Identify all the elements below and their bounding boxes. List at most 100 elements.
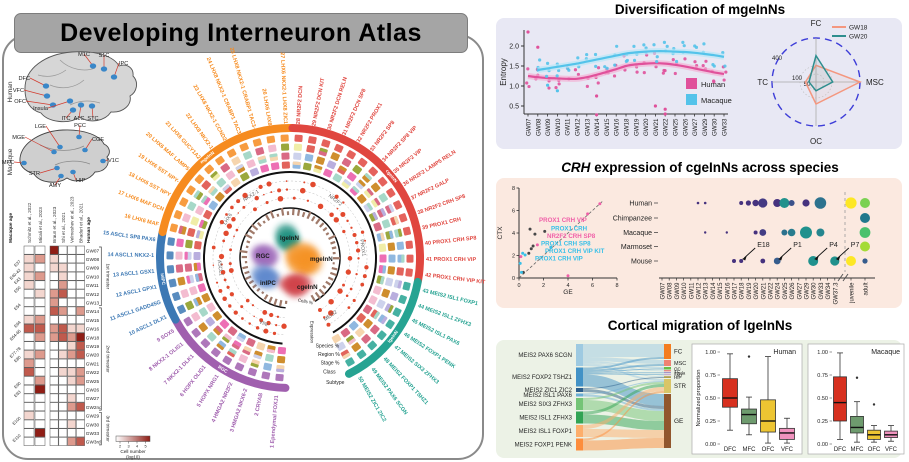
circos-track-cell <box>348 338 356 345</box>
sankey-right-node <box>664 374 671 376</box>
brain-region-label: Insula <box>33 106 49 112</box>
circos-track-cell <box>201 195 208 204</box>
umap-cluster <box>257 270 279 286</box>
sankey-flow <box>583 391 664 441</box>
cge-panel-title: CRH expression of cgeInNs across species <box>494 160 906 175</box>
brain-region-label: A1C <box>74 116 85 122</box>
sankey-left-node <box>576 344 583 366</box>
sankey-left-node <box>576 425 583 437</box>
expression-dot <box>346 219 349 223</box>
expression-dot <box>277 195 284 202</box>
x-tick: GW33 <box>722 118 729 136</box>
expression-dot <box>355 272 358 276</box>
region-tick: VFC <box>781 447 794 453</box>
age-annotation: P1 <box>793 242 802 249</box>
heatmap-cell <box>34 341 46 351</box>
circos-track-cell <box>381 288 391 298</box>
sankey-flow <box>583 414 664 430</box>
circos-subtype-label: 5 HOPX NRG1 <box>196 374 220 409</box>
circos-track-cell <box>201 293 211 303</box>
expression-dot <box>251 304 255 307</box>
umap-cluster-label: inIPC <box>260 280 276 287</box>
circos-track-cell <box>396 241 405 251</box>
sankey-left-node <box>576 398 583 410</box>
cells-bar <box>279 299 283 307</box>
expression-dot <box>253 315 255 318</box>
sankey-flow <box>583 394 664 411</box>
entropy-dot <box>661 71 665 75</box>
cells-bar <box>296 209 301 216</box>
stage-tick: GW21 <box>761 282 767 300</box>
circos-track-cell <box>177 304 186 315</box>
sankey-left-node <box>576 367 583 387</box>
heatmap-cell <box>58 350 68 359</box>
circos-track-cell <box>175 264 184 273</box>
heatmap-cell <box>49 254 59 264</box>
stage-tick: GW22 <box>769 282 775 300</box>
brain-region-label: MFC <box>2 160 14 166</box>
cells-bar <box>319 222 325 228</box>
entropy-outlier <box>663 107 667 111</box>
circos-track-cell <box>378 243 387 253</box>
y-tick: 2.0 <box>509 44 519 51</box>
heatmap-cell <box>67 341 77 351</box>
radar-axis-label: FC <box>811 19 822 28</box>
brain-region-dot <box>76 134 82 140</box>
circos-inner-ring <box>239 207 341 309</box>
heatmap-cell <box>67 419 77 429</box>
circos-track-cell <box>373 311 380 320</box>
heatmap-cell <box>58 332 68 342</box>
circos-track-cell <box>397 280 403 289</box>
sankey-flow <box>583 357 664 364</box>
heatmap-cell <box>76 341 85 351</box>
circos-subtype-label: 3 HMGA2 NKX6-2 <box>229 388 249 433</box>
heatmap-cell <box>49 437 59 446</box>
x-tick: 8 <box>615 283 618 289</box>
umap-cluster-label: lgeInN <box>280 235 299 242</box>
expression-dot <box>318 307 322 312</box>
circos-track-cell <box>208 186 216 194</box>
circos-track-cell <box>182 213 191 223</box>
entropy-dot <box>576 72 581 77</box>
cells-bar <box>239 249 248 254</box>
sankey-left-node <box>576 388 583 392</box>
expression-bubble <box>704 231 707 234</box>
heatmap-row-label: GW07 <box>86 248 100 253</box>
entropy-dot <box>527 84 531 89</box>
circos-track-cell <box>367 340 378 351</box>
circos-track-cell <box>227 351 235 358</box>
heatmap-cell <box>34 271 46 281</box>
heatmap-cell <box>49 315 59 325</box>
circos-gene-label: ASCL1 <box>216 260 224 277</box>
circos-track-cell <box>280 134 289 142</box>
expression-dot <box>270 191 273 194</box>
scatter-point <box>521 251 525 255</box>
cells-bar <box>331 267 338 271</box>
brain-region-label: DFC <box>19 76 31 82</box>
circos-track-cell <box>389 291 399 301</box>
x-tick: GW16 <box>614 118 621 136</box>
cells-bar <box>318 288 326 296</box>
entropy-dot <box>576 56 580 60</box>
expression-dot <box>347 256 353 261</box>
circos-track-cell <box>194 273 200 282</box>
cells-bar <box>251 223 259 231</box>
circos-track-cell <box>222 355 233 365</box>
expression-dot <box>357 257 360 260</box>
subtype-annotation: NR2F2 CRH SP8 <box>547 233 596 240</box>
entropy-dot <box>624 59 628 64</box>
heatmap-cell <box>49 350 59 359</box>
expression-bubble <box>759 229 767 236</box>
sankey-flow <box>583 372 664 374</box>
circos-track-cell <box>231 343 240 350</box>
heatmap-cell <box>23 324 35 333</box>
circos-track-cell <box>212 311 223 321</box>
entropy-dot <box>612 74 617 78</box>
expression-bubble <box>862 258 868 264</box>
expression-dot <box>362 274 367 279</box>
circos-track-cell <box>238 354 248 364</box>
radar-tick: 100 <box>792 76 803 82</box>
circos-track-cell <box>183 316 193 327</box>
scatter-point <box>531 244 535 248</box>
